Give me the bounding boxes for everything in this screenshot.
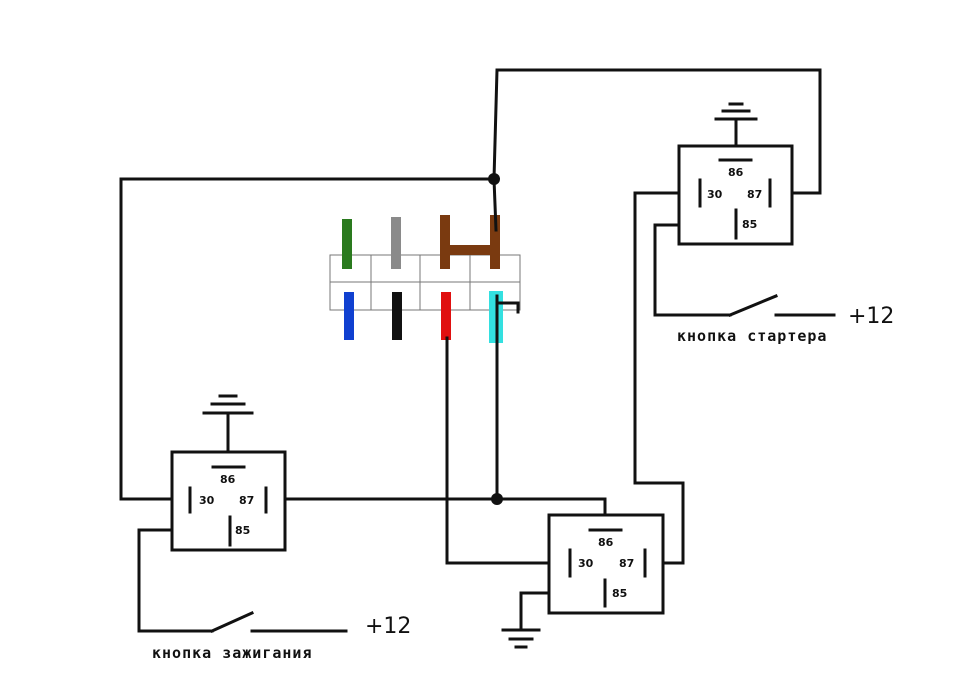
relay-middle-pin85: 85 — [612, 587, 627, 600]
relay-starter-pin30: 30 — [707, 188, 723, 201]
ignition-voltage-label: +12 — [365, 614, 411, 639]
starter-voltage-label: +12 — [848, 304, 894, 329]
ground-icon — [501, 628, 541, 649]
black-wire-pin — [392, 292, 402, 340]
wire-red-to-middle30 — [445, 336, 572, 565]
starter-button-label: кнопка стартера — [677, 327, 827, 345]
relay-starter-pin85: 85 — [742, 218, 757, 231]
green-wire-pin — [342, 219, 352, 269]
relay-ignition-pin30: 30 — [199, 494, 215, 507]
gray-wire-pin — [391, 217, 401, 269]
red-wire-pin — [441, 292, 451, 340]
junction-top — [488, 173, 500, 185]
relay-middle-pin30: 30 — [578, 557, 594, 570]
brown-wire-pin — [440, 215, 500, 269]
relay-middle-pin86: 86 — [598, 536, 614, 549]
relay-ignition: 86 30 87 85 — [170, 450, 287, 552]
blue-wire-pin — [344, 292, 354, 340]
relay-starter-pin87: 87 — [747, 188, 762, 201]
relay-starter: 86 30 87 85 — [677, 144, 794, 246]
ignition-button-label: кнопка зажигания — [152, 644, 313, 662]
relay-middle-pin87: 87 — [619, 557, 634, 570]
junction-bottom — [491, 493, 503, 505]
wire-middle87-to-starter30 — [633, 191, 702, 565]
connector-block — [329, 215, 521, 343]
ignition-button-switch: +12 кнопка зажигания — [152, 611, 411, 662]
relay-ignition-pin86: 86 — [220, 473, 236, 486]
relay-starter-pin86: 86 — [728, 166, 744, 179]
relay-ignition-pin85: 85 — [235, 524, 250, 537]
relay-middle: 86 30 87 85 — [547, 513, 665, 615]
relay-ignition-pin87: 87 — [239, 494, 254, 507]
starter-button-switch: +12 кнопка стартера — [677, 294, 894, 345]
wire-ignition30-to-starter87 — [119, 177, 498, 501]
cyan-wire-pin — [489, 291, 520, 343]
